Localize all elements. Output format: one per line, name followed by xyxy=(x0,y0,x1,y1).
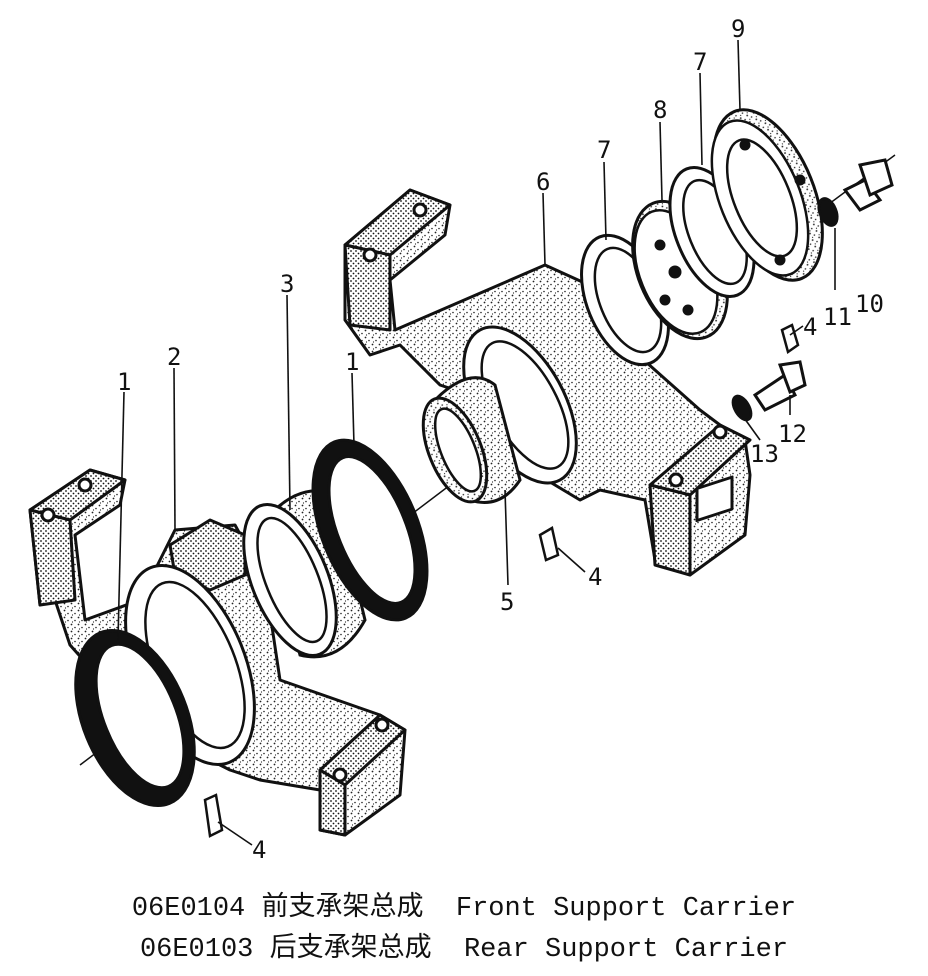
callout-9: 9 xyxy=(731,15,745,43)
caption-front: 06E0104 前支承架总成 Front Support Carrier xyxy=(0,884,928,924)
callout-12: 12 xyxy=(778,420,807,448)
bolt-12 xyxy=(752,360,807,412)
callout-4c: 4 xyxy=(803,313,817,341)
caption-rear-en: Rear Support Carrier xyxy=(463,935,789,965)
oil-seal-front xyxy=(74,629,196,807)
callout-2: 2 xyxy=(167,343,181,371)
caption-rear-code: 06E0103 xyxy=(139,935,254,965)
oil-seal-middle xyxy=(311,438,429,622)
flange-cover xyxy=(710,108,824,282)
rear-support-carrier xyxy=(343,188,752,577)
leader-lines xyxy=(117,39,836,846)
washer-11 xyxy=(817,197,839,227)
callout-1a: 1 xyxy=(117,368,131,396)
caption-front-code: 06E0104 xyxy=(131,894,246,924)
caption-rear-cn: 后支承架总成 xyxy=(269,935,432,965)
callout-4b: 4 xyxy=(588,563,602,591)
callout-5: 5 xyxy=(500,588,514,616)
caption-front-en: Front Support Carrier xyxy=(455,894,797,924)
grease-nipple-front xyxy=(203,793,224,838)
callout-11: 11 xyxy=(823,303,852,331)
callout-13: 13 xyxy=(750,440,779,468)
bolt-10 xyxy=(842,158,894,212)
callout-1b: 1 xyxy=(345,348,359,376)
callout-8: 8 xyxy=(653,96,667,124)
grease-nipple-rear-bottom xyxy=(538,526,560,562)
diagram-svg: 1 2 3 1 4 5 4 6 7 8 7 9 4 11 10 13 12 xyxy=(28,15,896,864)
caption-rear: 06E0103 后支承架总成 Rear Support Carrier xyxy=(0,925,928,965)
callout-3: 3 xyxy=(280,270,294,298)
callout-7b: 7 xyxy=(693,48,707,76)
callout-6: 6 xyxy=(536,168,550,196)
callout-4a: 4 xyxy=(252,836,266,864)
callout-7a: 7 xyxy=(597,136,611,164)
bushing xyxy=(421,376,522,504)
caption-front-cn: 前支承架总成 xyxy=(261,894,424,924)
grease-nipple-rear-top xyxy=(780,323,800,355)
callout-10: 10 xyxy=(855,290,884,318)
washer-13 xyxy=(731,394,753,422)
